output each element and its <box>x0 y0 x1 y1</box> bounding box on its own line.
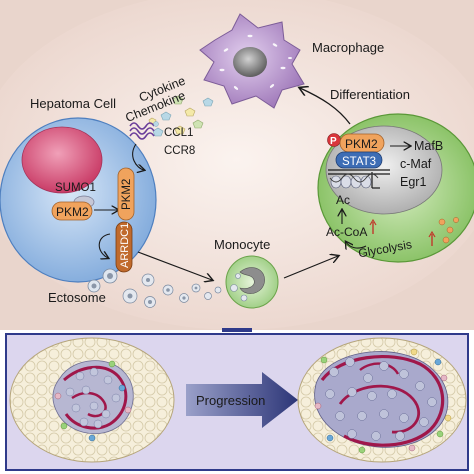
budding-ectosomes <box>87 268 118 293</box>
egr1-label: Egr1 <box>400 175 426 189</box>
advanced-tumor-tissue <box>297 337 467 463</box>
cmaf-label: c-Maf <box>400 157 432 171</box>
pkm2-nuclear-label: PKM2 <box>56 205 89 219</box>
phospho-badge: P <box>327 133 341 147</box>
glycolysis-up-head <box>428 230 436 238</box>
pkm2-nucleus-label: PKM2 <box>345 137 378 151</box>
stat3-label: STAT3 <box>342 156 376 168</box>
pkm2-membrane: PKM2 <box>117 167 135 221</box>
monocyte-label: Monocyte <box>214 237 270 252</box>
pkm2-membrane-label: PKM2 <box>121 179 133 210</box>
ccr8-label: CCR8 <box>164 145 195 157</box>
early-tumor-tissue <box>9 337 175 463</box>
ectosome-label: Ectosome <box>48 290 106 305</box>
ccl1-label: CCL1 <box>164 127 193 139</box>
sumo1-label: SUMO1 <box>55 182 96 194</box>
cytokine-particles <box>148 95 214 137</box>
hepatoma-cell-label: Hepatoma Cell <box>30 96 116 111</box>
ectosome-particles <box>122 273 222 308</box>
stat3-complex: STAT3 <box>335 151 383 169</box>
phospho-label: P <box>330 136 337 147</box>
acetyl-mark-label: Ac <box>336 193 350 207</box>
differentiation-arrow <box>300 88 351 125</box>
monocyte-differentiation-arrow <box>283 256 338 279</box>
ectosome-transfer-arrow <box>137 251 212 280</box>
progression-arrow <box>186 372 298 428</box>
glycolysis-to-acoa-arrow <box>346 242 367 248</box>
chromatin <box>328 169 390 189</box>
hepatoma-nucleus <box>21 126 103 194</box>
progression-label: Progression <box>196 393 265 408</box>
macrophage-label: Macrophage <box>312 40 384 55</box>
arrdc1-label: ARRDC1 <box>119 223 131 268</box>
ccr8-receptor <box>129 121 159 140</box>
glucose-particles <box>438 217 459 244</box>
mafb-label: MafB <box>414 139 443 153</box>
pkm2-nucleus-complex: PKM2 <box>339 133 385 153</box>
monocyte <box>225 255 279 309</box>
acetyl-coa-label: Ac-CoA <box>326 225 367 239</box>
arrdc1-protein: ARRDC1 <box>115 221 133 273</box>
ccr8-signal-arrow <box>132 143 144 170</box>
pkm2-nuclear: PKM2 <box>51 201 93 221</box>
arrdc1-recruit-arrow <box>98 233 110 258</box>
macrophage <box>199 13 305 109</box>
differentiation-label: Differentiation <box>330 87 410 102</box>
acetyl-coa-up-head <box>369 218 377 226</box>
